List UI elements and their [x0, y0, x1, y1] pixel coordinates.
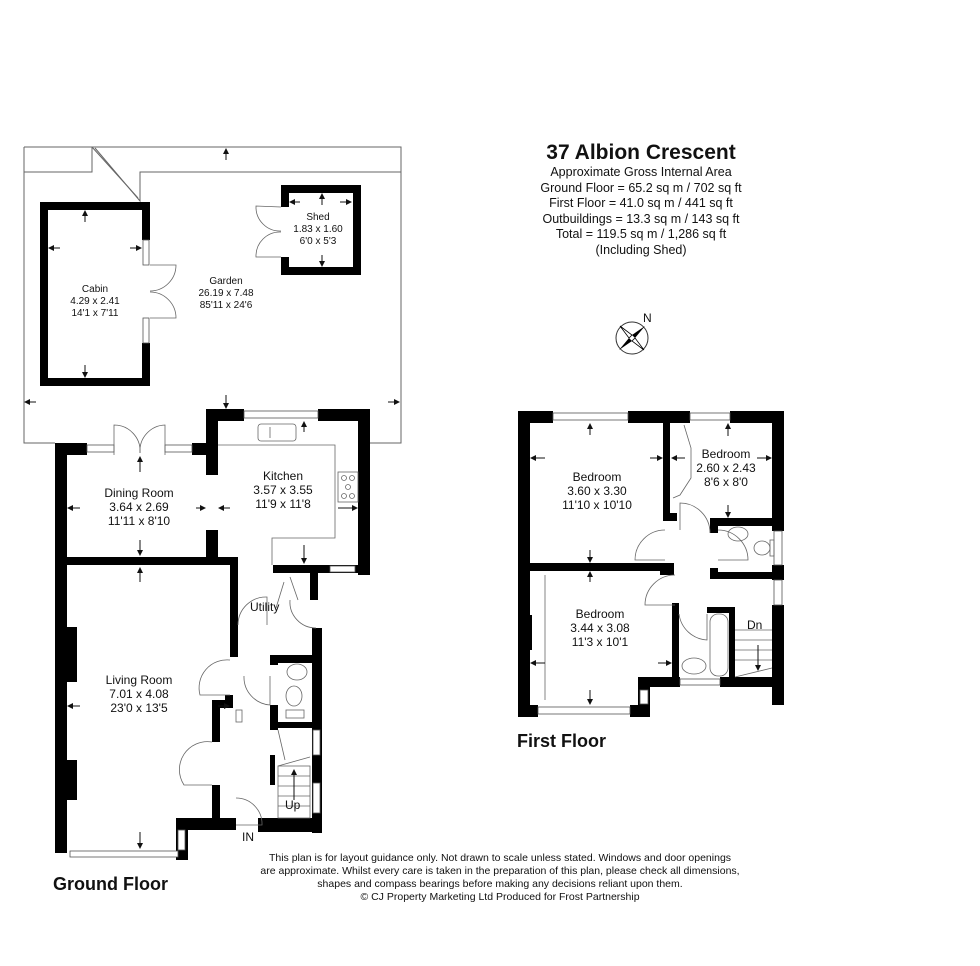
shed-doors	[255, 205, 282, 258]
area-outbuildings: Outbuildings = 13.3 sq m / 143 sq ft	[542, 211, 740, 226]
area-ground-floor: Ground Floor = 65.2 sq m / 702 sq ft	[540, 180, 742, 195]
ground-floor-walls	[55, 409, 370, 860]
room-label-utility: Utility	[250, 600, 280, 614]
shed-dimension-arrows	[289, 193, 352, 267]
ground-floor-dimension-arrows	[67, 421, 358, 849]
ground-floor-fixtures	[113, 423, 359, 826]
compass-north-label: N	[643, 311, 652, 325]
first-floor-fixtures	[544, 424, 775, 700]
stairs-down-label: Dn	[747, 618, 763, 632]
shed-walls	[281, 185, 361, 275]
property-header: 37 Albion Crescent Approximate Gross Int…	[540, 141, 741, 258]
area-first-floor: First Floor = 41.0 sq m / 441 sq ft	[549, 196, 733, 210]
room-label-dining-room: Dining Room 3.64 x 2.69 11'11 x 8'10	[104, 486, 174, 528]
cabin-walls	[40, 202, 150, 386]
area-total: Total = 119.5 sq m / 1,286 sq ft	[555, 227, 727, 241]
room-label-shed: Shed 1.83 x 1.60 6'0 x 5'3	[293, 212, 343, 247]
ground-floor-title: Ground Floor	[53, 874, 168, 894]
cabin-doors	[149, 264, 177, 319]
room-label-cabin: Cabin 4.29 x 2.41 14'1 x 7'11	[70, 284, 120, 319]
area-subtitle: Approximate Gross Internal Area	[550, 165, 732, 179]
cabin-windows	[142, 239, 150, 344]
first-floor-windows	[537, 412, 783, 715]
room-label-living-room: Living Room 7.01 x 4.08 23'0 x 13'5	[105, 673, 173, 715]
copyright: © CJ Property Marketing Ltd Produced for…	[360, 891, 640, 903]
stairs-up-label: Up	[285, 798, 301, 812]
disclaimer: This plan is for layout guidance only. N…	[260, 852, 740, 903]
cabin-dimension-arrows	[48, 210, 142, 378]
first-floor-walls	[518, 411, 784, 717]
garden-dimension-arrows	[24, 148, 400, 409]
entrance-label: IN	[242, 830, 254, 844]
garden-boundary	[23, 146, 402, 444]
property-title: 37 Albion Crescent	[546, 141, 736, 164]
first-floor-dimension-arrows	[530, 423, 772, 705]
compass-rose-icon	[615, 321, 649, 355]
room-label-garden: Garden 26.19 x 7.48 85'11 x 24'6	[198, 276, 254, 311]
first-floor-title: First Floor	[517, 731, 606, 751]
room-label-bedroom-3: Bedroom 3.44 x 3.08 11'3 x 10'1	[570, 607, 630, 649]
room-label-bedroom-2: Bedroom 2.60 x 2.43 8'6 x 8'0	[696, 447, 756, 489]
room-label-bedroom-1: Bedroom 3.60 x 3.30 11'10 x 10'10	[562, 470, 632, 512]
room-label-kitchen: Kitchen 3.57 x 3.55 11'9 x 11'8	[253, 469, 313, 511]
area-note: (Including Shed)	[595, 242, 687, 257]
